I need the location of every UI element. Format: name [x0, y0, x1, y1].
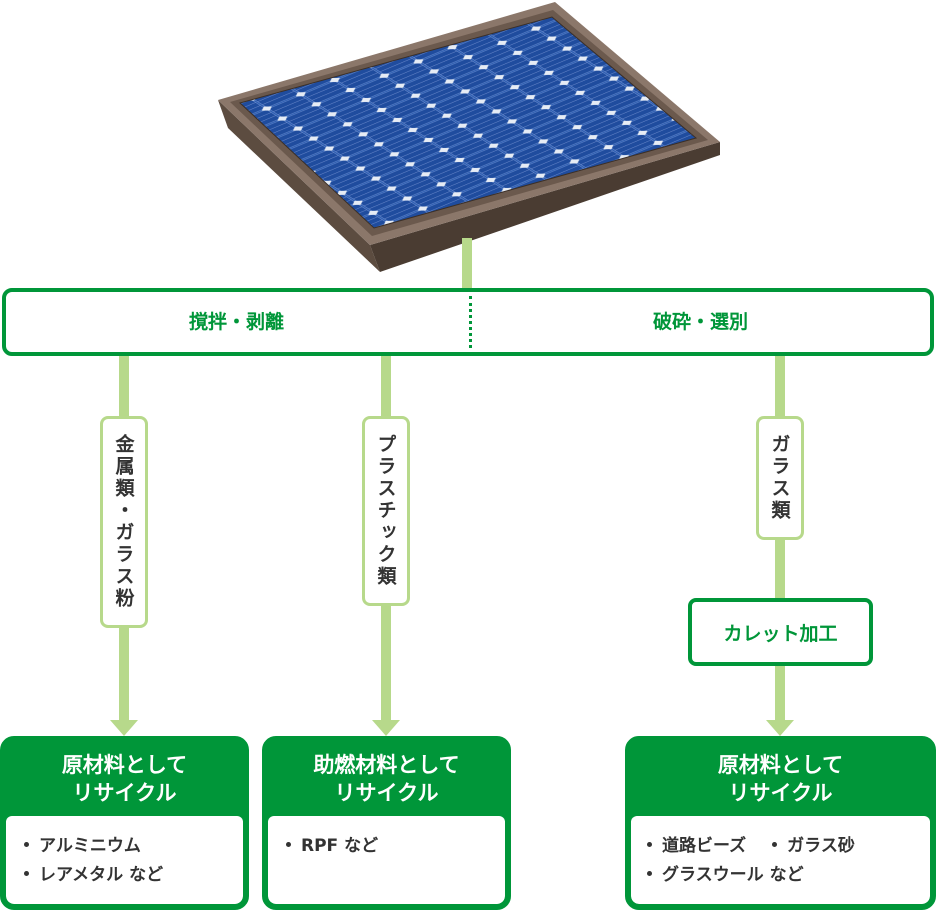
cullet-processing-label: カレット加工	[723, 622, 838, 645]
result-title-2: 助燃材料として リサイクル	[268, 742, 505, 816]
result-title-3-line1: 原材料として	[717, 753, 844, 777]
arrow-branch-1	[110, 720, 138, 736]
cullet-processing-box: カレット加工	[688, 598, 873, 666]
material-label-glass: ガラス類	[756, 416, 804, 540]
result-title-3-line2: リサイクル	[728, 781, 833, 805]
result-title-1-line2: リサイクル	[72, 781, 177, 805]
list-item: 道路ビーズ	[647, 832, 746, 861]
list-item: アルミニウム	[24, 832, 141, 861]
process-bar: 撹拌・剥離 破砕・選別	[2, 288, 934, 356]
material-text-glass: ガラス類	[768, 434, 791, 522]
material-text-metal-glass: 金属類・ガラス粉	[112, 434, 135, 610]
process-divider	[469, 296, 472, 348]
result-list-3: 道路ビーズガラス砂 グラスウール など	[631, 816, 930, 904]
material-label-plastic: プラスチック類	[362, 416, 410, 606]
result-title-1-line1: 原材料として	[61, 753, 188, 777]
list-item: グラスウール など	[647, 861, 804, 890]
process-crush-sort: 破砕・選別	[652, 311, 748, 333]
arrow-branch-2	[372, 720, 400, 736]
arrow-branch-3	[766, 720, 794, 736]
result-title-1: 原材料として リサイクル	[6, 742, 243, 816]
material-label-metal-glass: 金属類・ガラス粉	[100, 416, 148, 628]
list-item: レアメタル など	[24, 861, 163, 890]
connector-panel	[462, 238, 472, 290]
process-stir-peel: 撹拌・剥離	[188, 311, 284, 333]
result-box-3: 原材料として リサイクル 道路ビーズガラス砂 グラスウール など	[625, 736, 936, 910]
result-title-3: 原材料として リサイクル	[631, 742, 930, 816]
result-title-2-line1: 助燃材料として	[313, 753, 460, 777]
list-item: ガラス砂	[772, 832, 855, 861]
result-box-2: 助燃材料として リサイクル RPF など	[262, 736, 511, 910]
result-list-1: アルミニウム レアメタル など	[6, 816, 243, 904]
result-box-1: 原材料として リサイクル アルミニウム レアメタル など	[0, 736, 249, 910]
result-list-2: RPF など	[268, 816, 505, 904]
result-title-2-line2: リサイクル	[334, 781, 439, 805]
material-text-plastic: プラスチック類	[374, 434, 397, 588]
list-item: RPF など	[286, 832, 378, 861]
solar-panel-image	[218, 2, 720, 272]
